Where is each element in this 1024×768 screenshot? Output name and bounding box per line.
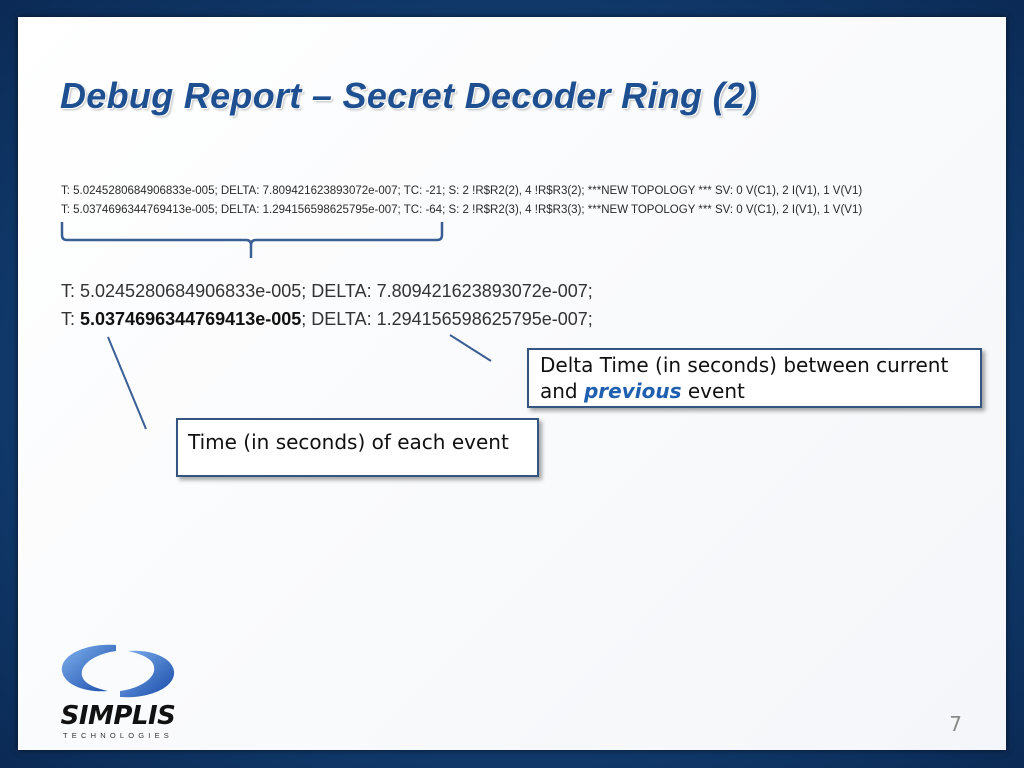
pointer-line-time <box>107 336 147 430</box>
pointer-line-delta <box>449 334 492 362</box>
annotation-overlay <box>60 222 492 430</box>
zoom-line-2-time: 5.0374696344769413e-005 <box>80 309 302 329</box>
slide-title: Debug Report – Secret Decoder Ring (2) <box>60 75 758 116</box>
zoom-line-1-prefix: T: <box>61 281 81 301</box>
simplis-logo: SIMPLIS TECHNOLOGIES <box>56 641 180 741</box>
page-number: 7 <box>949 712 962 736</box>
callout-delta-line2-start: and <box>540 379 584 403</box>
slide: Debug Report – Secret Decoder Ring (2) T… <box>18 17 1006 750</box>
logo-swirl-icon <box>61 644 175 698</box>
zoom-line-1-rest: ; DELTA: 7.809421623893072e-007; <box>301 281 593 301</box>
zoom-line-1: T: 5.0245280684906833e-005; DELTA: 7.809… <box>61 281 593 302</box>
logo-wordmark: SIMPLIS <box>60 701 176 731</box>
callout-delta-emphasis: previous <box>583 379 682 403</box>
bracket <box>60 222 444 258</box>
callout-event-time: Time (in seconds) of each event <box>176 418 539 477</box>
logo-subtitle: TECHNOLOGIES <box>63 731 173 740</box>
callout-delta-line2-end: event <box>681 379 745 403</box>
zoom-line-2-rest: ; DELTA: 1.294156598625795e-007; <box>301 309 593 329</box>
zoom-line-2: T: 5.0374696344769413e-005; DELTA: 1.294… <box>61 309 593 330</box>
log-line-2: T: 5.0374696344769413e-005; DELTA: 1.294… <box>61 204 863 216</box>
callout-delta-line1: Delta Time (in seconds) between current <box>540 353 949 377</box>
log-line-1: T: 5.0245280684906833e-005; DELTA: 7.809… <box>61 185 863 197</box>
zoom-line-1-time: 5.0245280684906833e-005 <box>80 281 302 301</box>
callout-delta-time: Delta Time (in seconds) between current … <box>527 348 982 408</box>
callout-delta-line2: and previous event <box>540 378 969 404</box>
zoom-line-2-prefix: T: <box>61 309 81 329</box>
